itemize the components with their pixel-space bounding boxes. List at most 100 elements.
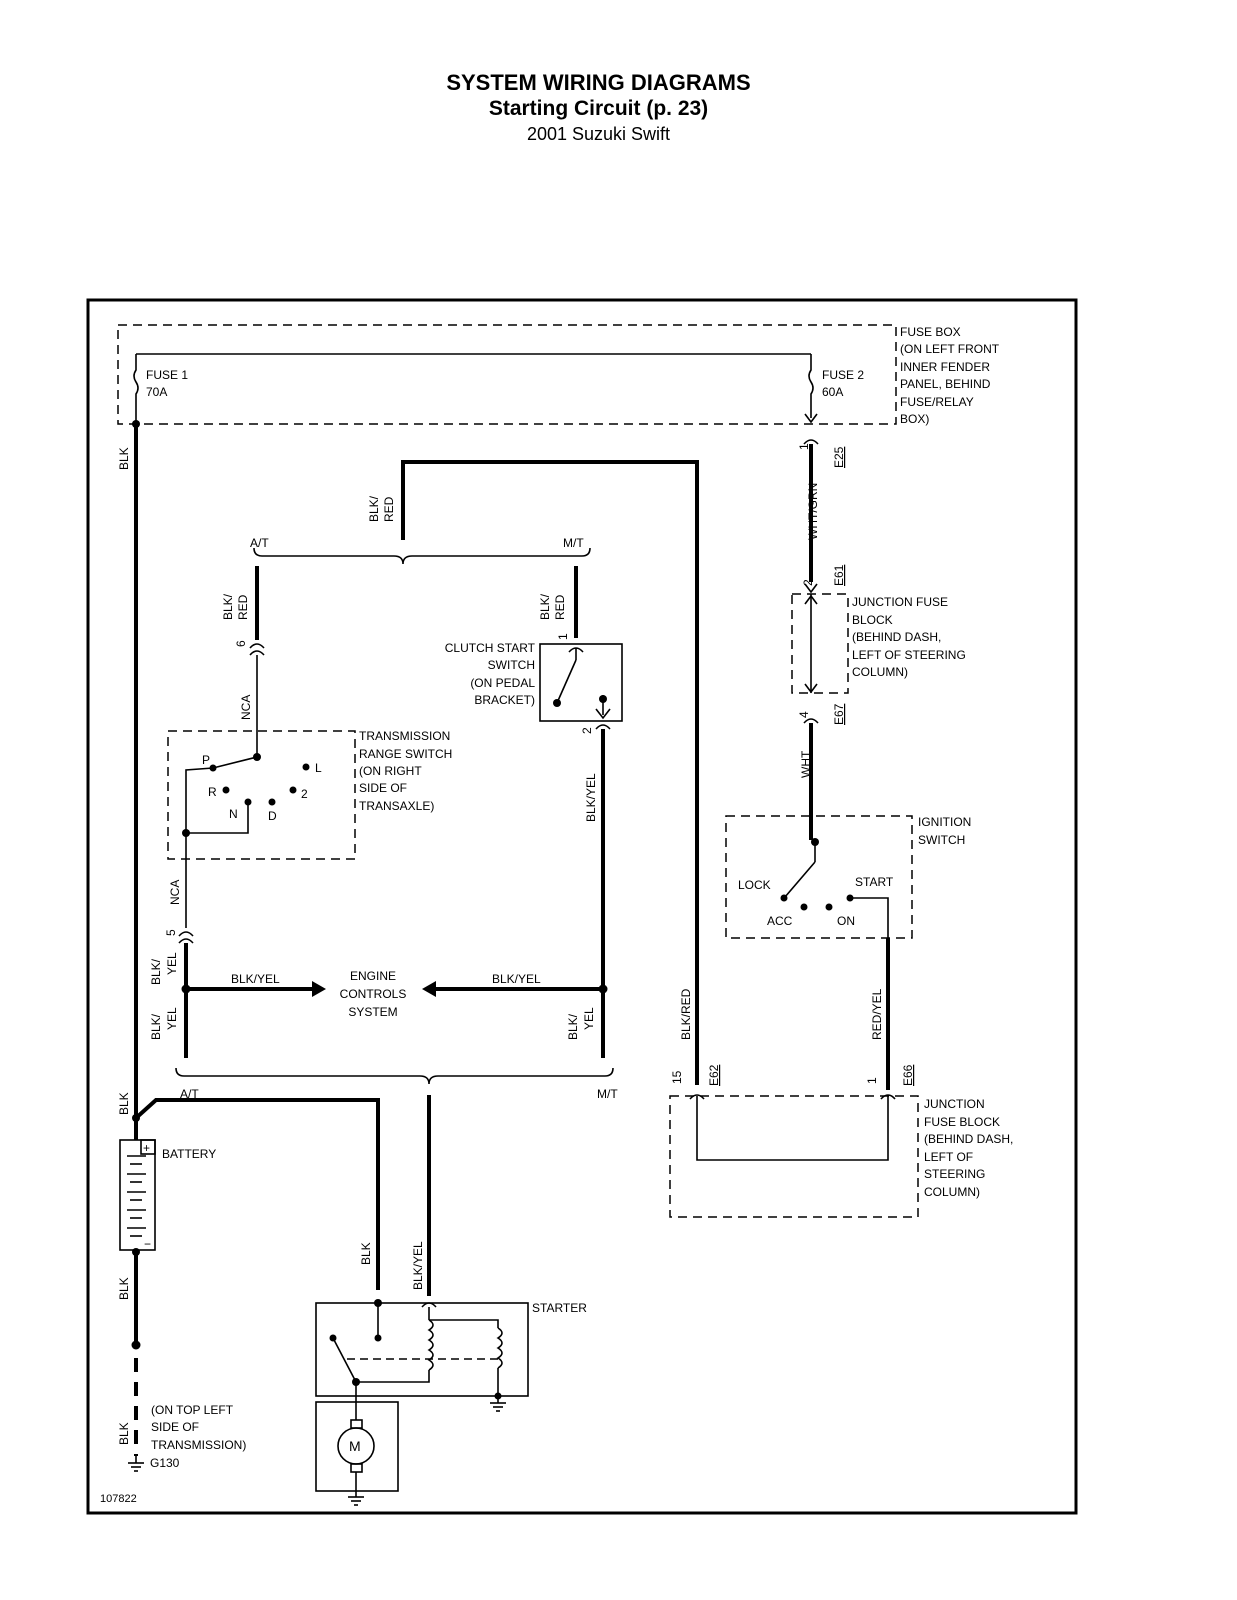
jfb-lower-label-line: FUSE BLOCK — [924, 1115, 1000, 1129]
jfb-upper-label-line: (BEHIND DASH, — [852, 630, 941, 644]
motor-letter: M — [349, 1438, 361, 1454]
page-title: SYSTEM WIRING DIAGRAMS — [446, 70, 751, 95]
trs-position-2: 2 — [301, 787, 308, 801]
page-header: SYSTEM WIRING DIAGRAMS Starting Circuit … — [0, 70, 1197, 146]
ignition-arm — [784, 861, 816, 898]
fuse-box-label-line: PANEL, BEHIND — [900, 377, 991, 391]
wire-label-blk-yel: BLK/YEL — [411, 1241, 425, 1290]
jfb-lower-label-line: JUNCTION — [924, 1097, 985, 1111]
clutch-switch-outline — [539, 643, 623, 722]
variant-label-at: A/T — [180, 1087, 199, 1101]
battery: + − BATTERY — [119, 1120, 216, 1251]
ecs-label-line: ENGINE — [350, 969, 396, 983]
pull-in-coil — [427, 1319, 434, 1371]
connector-id-e66: E66 — [901, 1064, 915, 1086]
fuse-2-terminal — [804, 413, 818, 424]
starter-solenoid-arm — [332, 1337, 357, 1383]
wire-label-blk: BLK — [359, 1242, 373, 1265]
trs-position-r: R — [208, 785, 217, 799]
jfb-upper-terminal — [804, 594, 818, 605]
trs-label-line: (ON RIGHT — [359, 764, 422, 778]
trs-position-d: D — [268, 809, 277, 823]
splice-dot — [598, 984, 608, 994]
junction-fuse-block-lower: JUNCTION FUSE BLOCK (BEHIND DASH, LEFT O… — [669, 1094, 1013, 1218]
wire-label-blk: BLK — [117, 1277, 131, 1300]
connector-id-e25: E25 — [832, 446, 846, 468]
starter-ground-terminal — [494, 1392, 502, 1400]
arrow-left — [422, 981, 436, 997]
wire-label-blk-red-b: RED — [236, 594, 250, 620]
trs-contact-2 — [289, 786, 297, 794]
trs-label: TRANSMISSION RANGE SWITCH (ON RIGHT SIDE… — [359, 729, 452, 813]
fuse-box-label-line: INNER FENDER — [900, 360, 990, 374]
trs-contact-arm — [212, 756, 258, 769]
jfb-upper-terminal — [804, 683, 818, 694]
jfb-upper-label-line: BLOCK — [852, 613, 893, 627]
starter-motor-outline — [315, 1401, 399, 1492]
starter-motor: M — [315, 1401, 399, 1506]
variant-bracket-bottom — [175, 1067, 614, 1085]
wire-label-blk-red: BLK/RED — [679, 988, 693, 1040]
jfb-lower-label: JUNCTION FUSE BLOCK (BEHIND DASH, LEFT O… — [924, 1097, 1013, 1199]
clutch-switch-label-line: (ON PEDAL — [470, 676, 535, 690]
trs-position-n: N — [229, 807, 238, 821]
connector-id-e62: E62 — [707, 1064, 721, 1086]
connector-pin-2: 2 — [580, 727, 594, 734]
wire-label-nca: NCA — [168, 880, 182, 905]
trs-contact-l — [302, 763, 310, 771]
arrow-right — [312, 981, 326, 997]
diagram-frame — [86, 298, 1078, 1515]
trs-position-l: L — [315, 761, 322, 775]
wire-label-blk-yel-b: YEL — [165, 1007, 179, 1030]
ignition-position-acc: ACC — [767, 914, 793, 928]
wire-label-blk-yel: BLK/YEL — [584, 773, 598, 822]
fuse-1-rating: 70A — [146, 385, 167, 399]
wire-label-blk-yel-a: BLK/ — [566, 1013, 580, 1040]
wire-label-wht-grn: WHT/GRN — [806, 483, 820, 540]
ignition-contact-on — [825, 903, 833, 911]
ignition-contact-acc — [800, 903, 808, 911]
connector-e66 — [880, 1094, 896, 1100]
wire-label-blk: BLK — [117, 1422, 131, 1445]
jfb-upper-label: JUNCTION FUSE BLOCK (BEHIND DASH, LEFT O… — [852, 595, 966, 679]
fuse-2-symbol — [808, 354, 814, 418]
battery-plus: + — [143, 1141, 150, 1155]
wire-label-blk-red-b: RED — [553, 594, 567, 620]
connector-6 — [249, 643, 265, 649]
clutch-switch-arm — [556, 659, 577, 704]
wire-label-wht: WHT — [799, 750, 813, 778]
wire-label-blk-yel-b: YEL — [165, 952, 179, 975]
connector-pin-6: 6 — [234, 640, 248, 647]
connector-e67 — [803, 718, 819, 724]
trs-n-wire — [186, 802, 249, 834]
fuse-1-name: FUSE 1 — [146, 368, 188, 382]
trs-contact-d — [268, 798, 276, 806]
starter-outline — [315, 1302, 529, 1397]
transmission-range-switch: P R N D 2 L TRANSMISSION RANGE SWITCH (O… — [167, 729, 452, 860]
wire-label-blk-red-a: BLK/ — [538, 593, 552, 620]
fuse-box-label-line: BOX) — [900, 412, 929, 426]
fuse-box-label-line: (ON LEFT FRONT — [900, 342, 1000, 356]
ground-id: G130 — [150, 1456, 180, 1470]
trs-label-line: TRANSMISSION — [359, 729, 450, 743]
clutch-switch-terminal-out — [595, 708, 611, 720]
ignition-switch-outline — [725, 815, 913, 939]
fuse-box-outline — [117, 324, 897, 425]
clutch-start-switch: CLUTCH START SWITCH (ON PEDAL BRACKET) — [445, 641, 623, 722]
jfb-lower-label-line: COLUMN) — [924, 1185, 980, 1199]
connector-pin-15: 15 — [670, 1070, 684, 1084]
trs-contact-r — [222, 786, 230, 794]
splice-dot — [131, 1340, 141, 1350]
ground-g130: G130 (ON TOP LEFT SIDE OF TRANSMISSION) — [128, 1403, 246, 1472]
jfb-lower-outline — [669, 1095, 919, 1218]
battery-plus-box — [140, 1139, 156, 1155]
fuse-1-symbol — [133, 354, 139, 424]
connector-id-e67: E67 — [832, 703, 846, 725]
ignition-label-line: SWITCH — [918, 833, 965, 847]
hold-in-coil-lead — [429, 1319, 499, 1328]
clutch-switch-label: CLUTCH START SWITCH (ON PEDAL BRACKET) — [445, 641, 536, 707]
jfb-upper-outline — [791, 593, 849, 694]
wire-label-blk-yel-b: YEL — [582, 1007, 596, 1030]
connector-pin-1: 1 — [797, 443, 811, 450]
